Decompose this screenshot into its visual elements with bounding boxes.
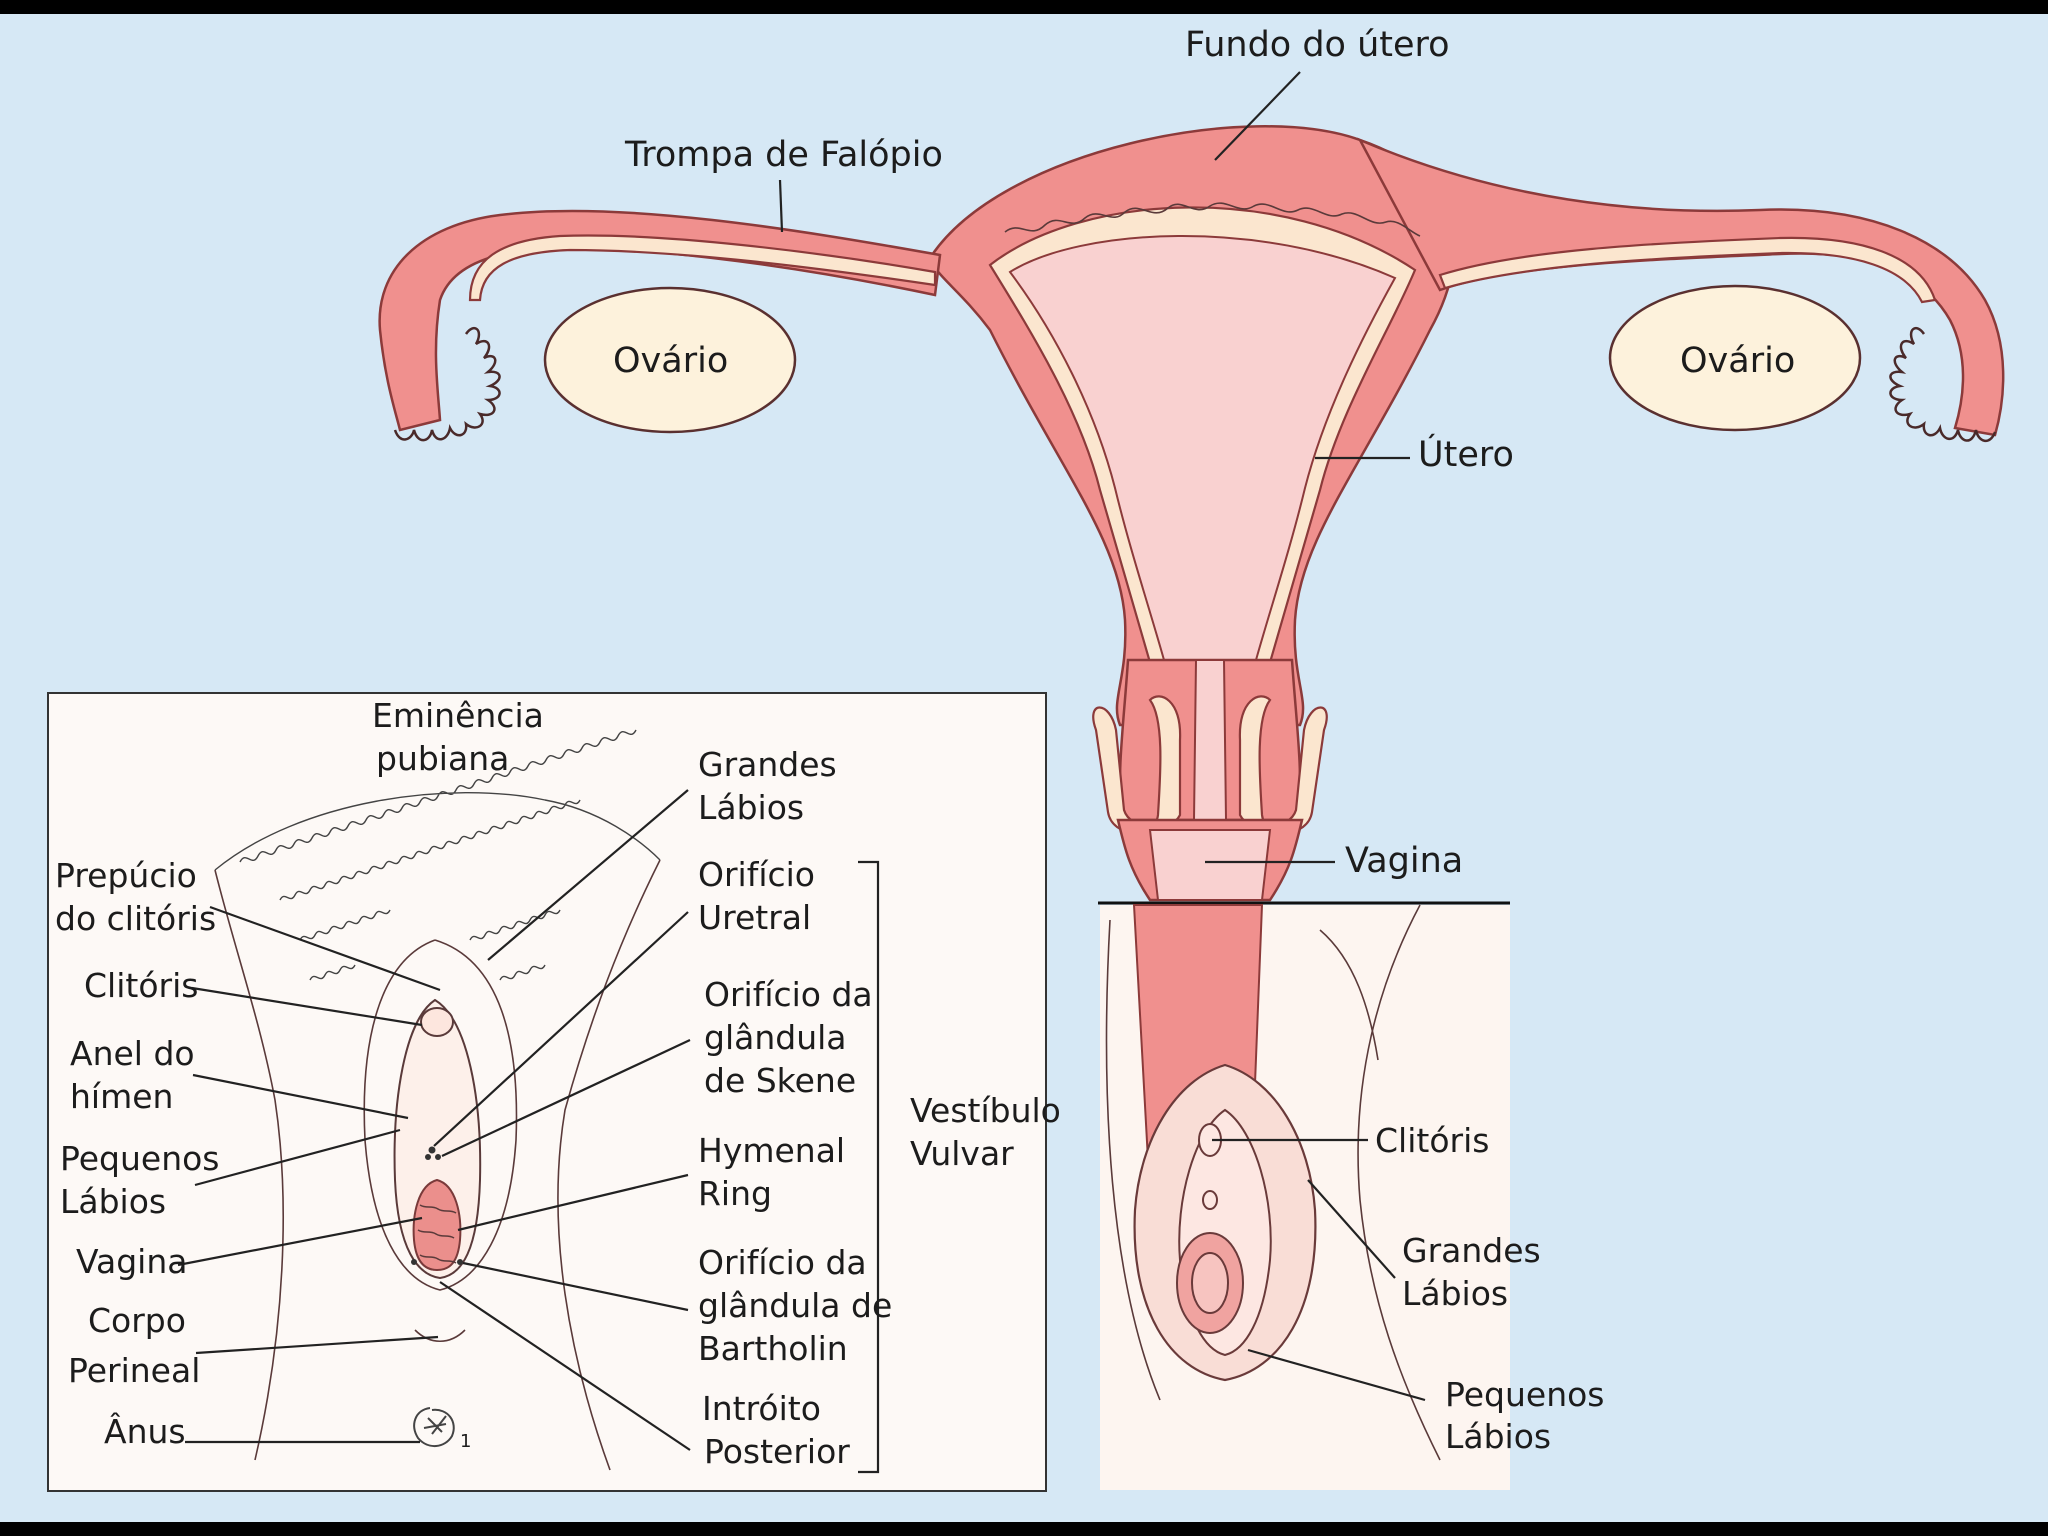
label-labia-majora-right-1: Grandes: [1402, 1231, 1541, 1270]
vaginal-orifice: [414, 1180, 461, 1270]
label-clitoris-left: Clitóris: [84, 966, 198, 1005]
label-labia-minora-right-2: Lábios: [1445, 1417, 1551, 1456]
label-fundus: Fundo do útero: [1185, 25, 1450, 65]
label-perineal-2: Perineal: [68, 1351, 200, 1390]
label-urethral-1: Orifício: [698, 855, 815, 894]
urethral-orifice: [429, 1147, 436, 1154]
label-hymenal-2: Ring: [698, 1174, 772, 1213]
label-pubic-2: pubiana: [376, 739, 509, 778]
label-skene-3: de Skene: [704, 1061, 856, 1100]
label-labia-majora-right-2: Lábios: [1402, 1274, 1508, 1313]
label-pubic-1: Eminência: [372, 696, 544, 735]
label-anus: Ânus: [104, 1411, 186, 1451]
label-labia-majora-left-1: Grandes: [698, 745, 837, 784]
label-prepuce-2: do clitóris: [55, 899, 216, 938]
label-skene-1: Orifício da: [704, 975, 873, 1014]
label-vestibule-2: Vulvar: [910, 1134, 1014, 1173]
label-hymenal-1: Hymenal: [698, 1131, 845, 1170]
label-posterior-2: Posterior: [704, 1432, 850, 1471]
label-vagina-left: Vagina: [76, 1242, 188, 1281]
label-labia-minora-right-1: Pequenos: [1445, 1375, 1605, 1414]
label-urethral-2: Uretral: [698, 898, 811, 937]
label-posterior-1: Intróito: [702, 1389, 821, 1428]
label-skene-2: glândula: [704, 1018, 847, 1057]
label-vagina-top: Vagina: [1345, 841, 1463, 881]
cervical-canal: [1194, 660, 1226, 820]
label-hymen-1: Anel do: [70, 1034, 195, 1073]
vaginal-opening-inner: [1192, 1253, 1228, 1313]
label-vestibule-1: Vestíbulo: [910, 1091, 1061, 1130]
anus-figure-mark: 1: [460, 1431, 471, 1452]
bartholin-right: [457, 1259, 463, 1265]
label-labia-minora-left-1: Pequenos: [60, 1139, 220, 1178]
label-clitoris-right: Clitóris: [1375, 1121, 1489, 1160]
clitoris-hood: [421, 1008, 453, 1036]
label-bartholin-3: Bartholin: [698, 1329, 848, 1368]
label-hymen-2: hímen: [70, 1077, 173, 1116]
skene-orifice-left: [425, 1154, 431, 1160]
label-bartholin-1: Orifício da: [698, 1243, 867, 1282]
label-ovary-right: Ovário: [1680, 341, 1795, 381]
bartholin-left: [411, 1259, 417, 1265]
label-labia-majora-left-2: Lábios: [698, 788, 804, 827]
label-perineal-1: Corpo: [88, 1301, 186, 1340]
urethral-mark: [1203, 1191, 1217, 1209]
vagina-canal-inner: [1150, 830, 1270, 900]
label-fallopian-tube: Trompa de Falópio: [624, 135, 943, 175]
label-prepuce-1: Prepúcio: [55, 856, 197, 895]
skene-orifice-right: [435, 1154, 441, 1160]
label-ovary-left: Ovário: [613, 341, 728, 381]
label-labia-minora-left-2: Lábios: [60, 1182, 166, 1221]
label-bartholin-2: glândula de: [698, 1286, 892, 1325]
label-uterus: Útero: [1418, 433, 1514, 475]
